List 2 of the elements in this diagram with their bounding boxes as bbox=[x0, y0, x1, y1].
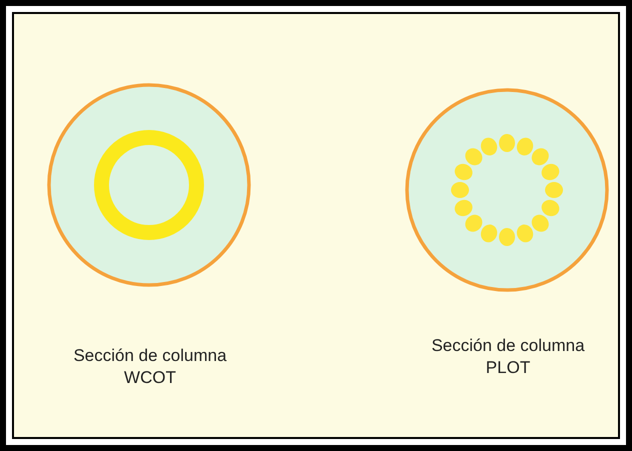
caption: Sección de columna PLOT bbox=[430, 335, 586, 379]
caption: Sección de columna WCOT bbox=[72, 345, 228, 389]
